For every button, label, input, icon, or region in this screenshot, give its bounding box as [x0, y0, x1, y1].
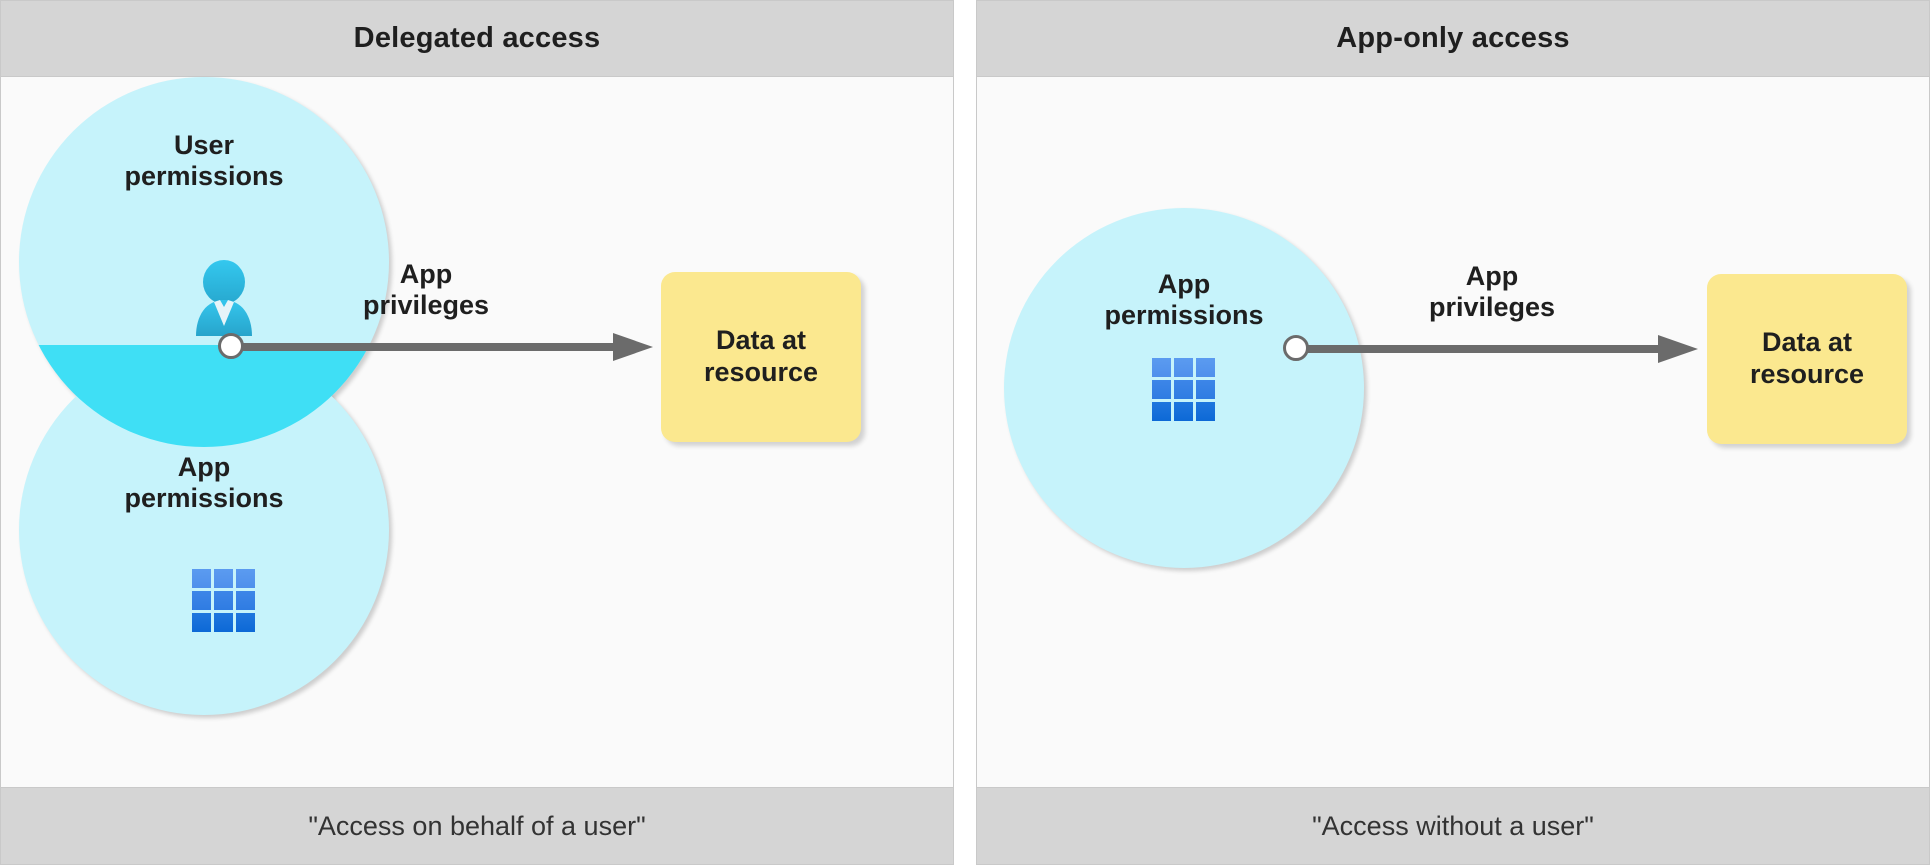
arrow-label-line1: App	[1465, 261, 1519, 291]
panel-footer-app-only: "Access without a user"	[977, 787, 1929, 864]
panel-app-only-access: App-only access App permissions	[976, 0, 1930, 865]
resource-label-line2: resource	[703, 357, 819, 387]
panel-body-app-only: App permissions	[977, 77, 1929, 787]
app-privileges-arrow-app-only	[1304, 335, 1698, 363]
arrow-label-app-privileges-app-only: App privileges	[1397, 261, 1587, 323]
venn-overlap-region	[19, 345, 389, 447]
resource-box-delegated: Data at resource	[661, 272, 861, 442]
resource-label-line1: Data at	[715, 325, 806, 356]
panel-header-app-only: App-only access	[977, 1, 1929, 77]
panel-title-app-only: App-only access	[1336, 22, 1570, 54]
panel-caption-app-only: "Access without a user"	[1312, 810, 1594, 841]
panel-title-delegated: Delegated access	[353, 22, 601, 54]
panel-delegated-access: Delegated access User permissions	[0, 0, 954, 865]
resource-label-line2: resource	[1749, 359, 1865, 389]
app-grid-icon	[1152, 358, 1215, 421]
arrow-label-app-privileges-delegated: App privileges	[331, 259, 521, 321]
panel-header-delegated: Delegated access	[1, 1, 953, 77]
panel-footer-delegated: "Access on behalf of a user"	[1, 787, 953, 864]
connector-dot-app-only	[1283, 335, 1309, 361]
resource-box-app-only: Data at resource	[1707, 274, 1907, 444]
arrow-label-line2: privileges	[362, 289, 490, 320]
arrow-label-line1: App	[399, 259, 453, 289]
user-icon	[196, 260, 252, 336]
app-privileges-arrow-delegated	[239, 333, 653, 361]
resource-label-line1: Data at	[1761, 327, 1852, 358]
resource-box-label-delegated: Data at resource	[704, 325, 818, 389]
connector-dot-delegated	[218, 333, 244, 359]
app-grid-icon	[192, 569, 255, 632]
panel-caption-delegated: "Access on behalf of a user"	[308, 810, 646, 841]
resource-box-label-app-only: Data at resource	[1750, 327, 1864, 391]
panel-body-delegated: User permissions	[1, 77, 953, 787]
arrow-label-line2: privileges	[1428, 291, 1556, 322]
